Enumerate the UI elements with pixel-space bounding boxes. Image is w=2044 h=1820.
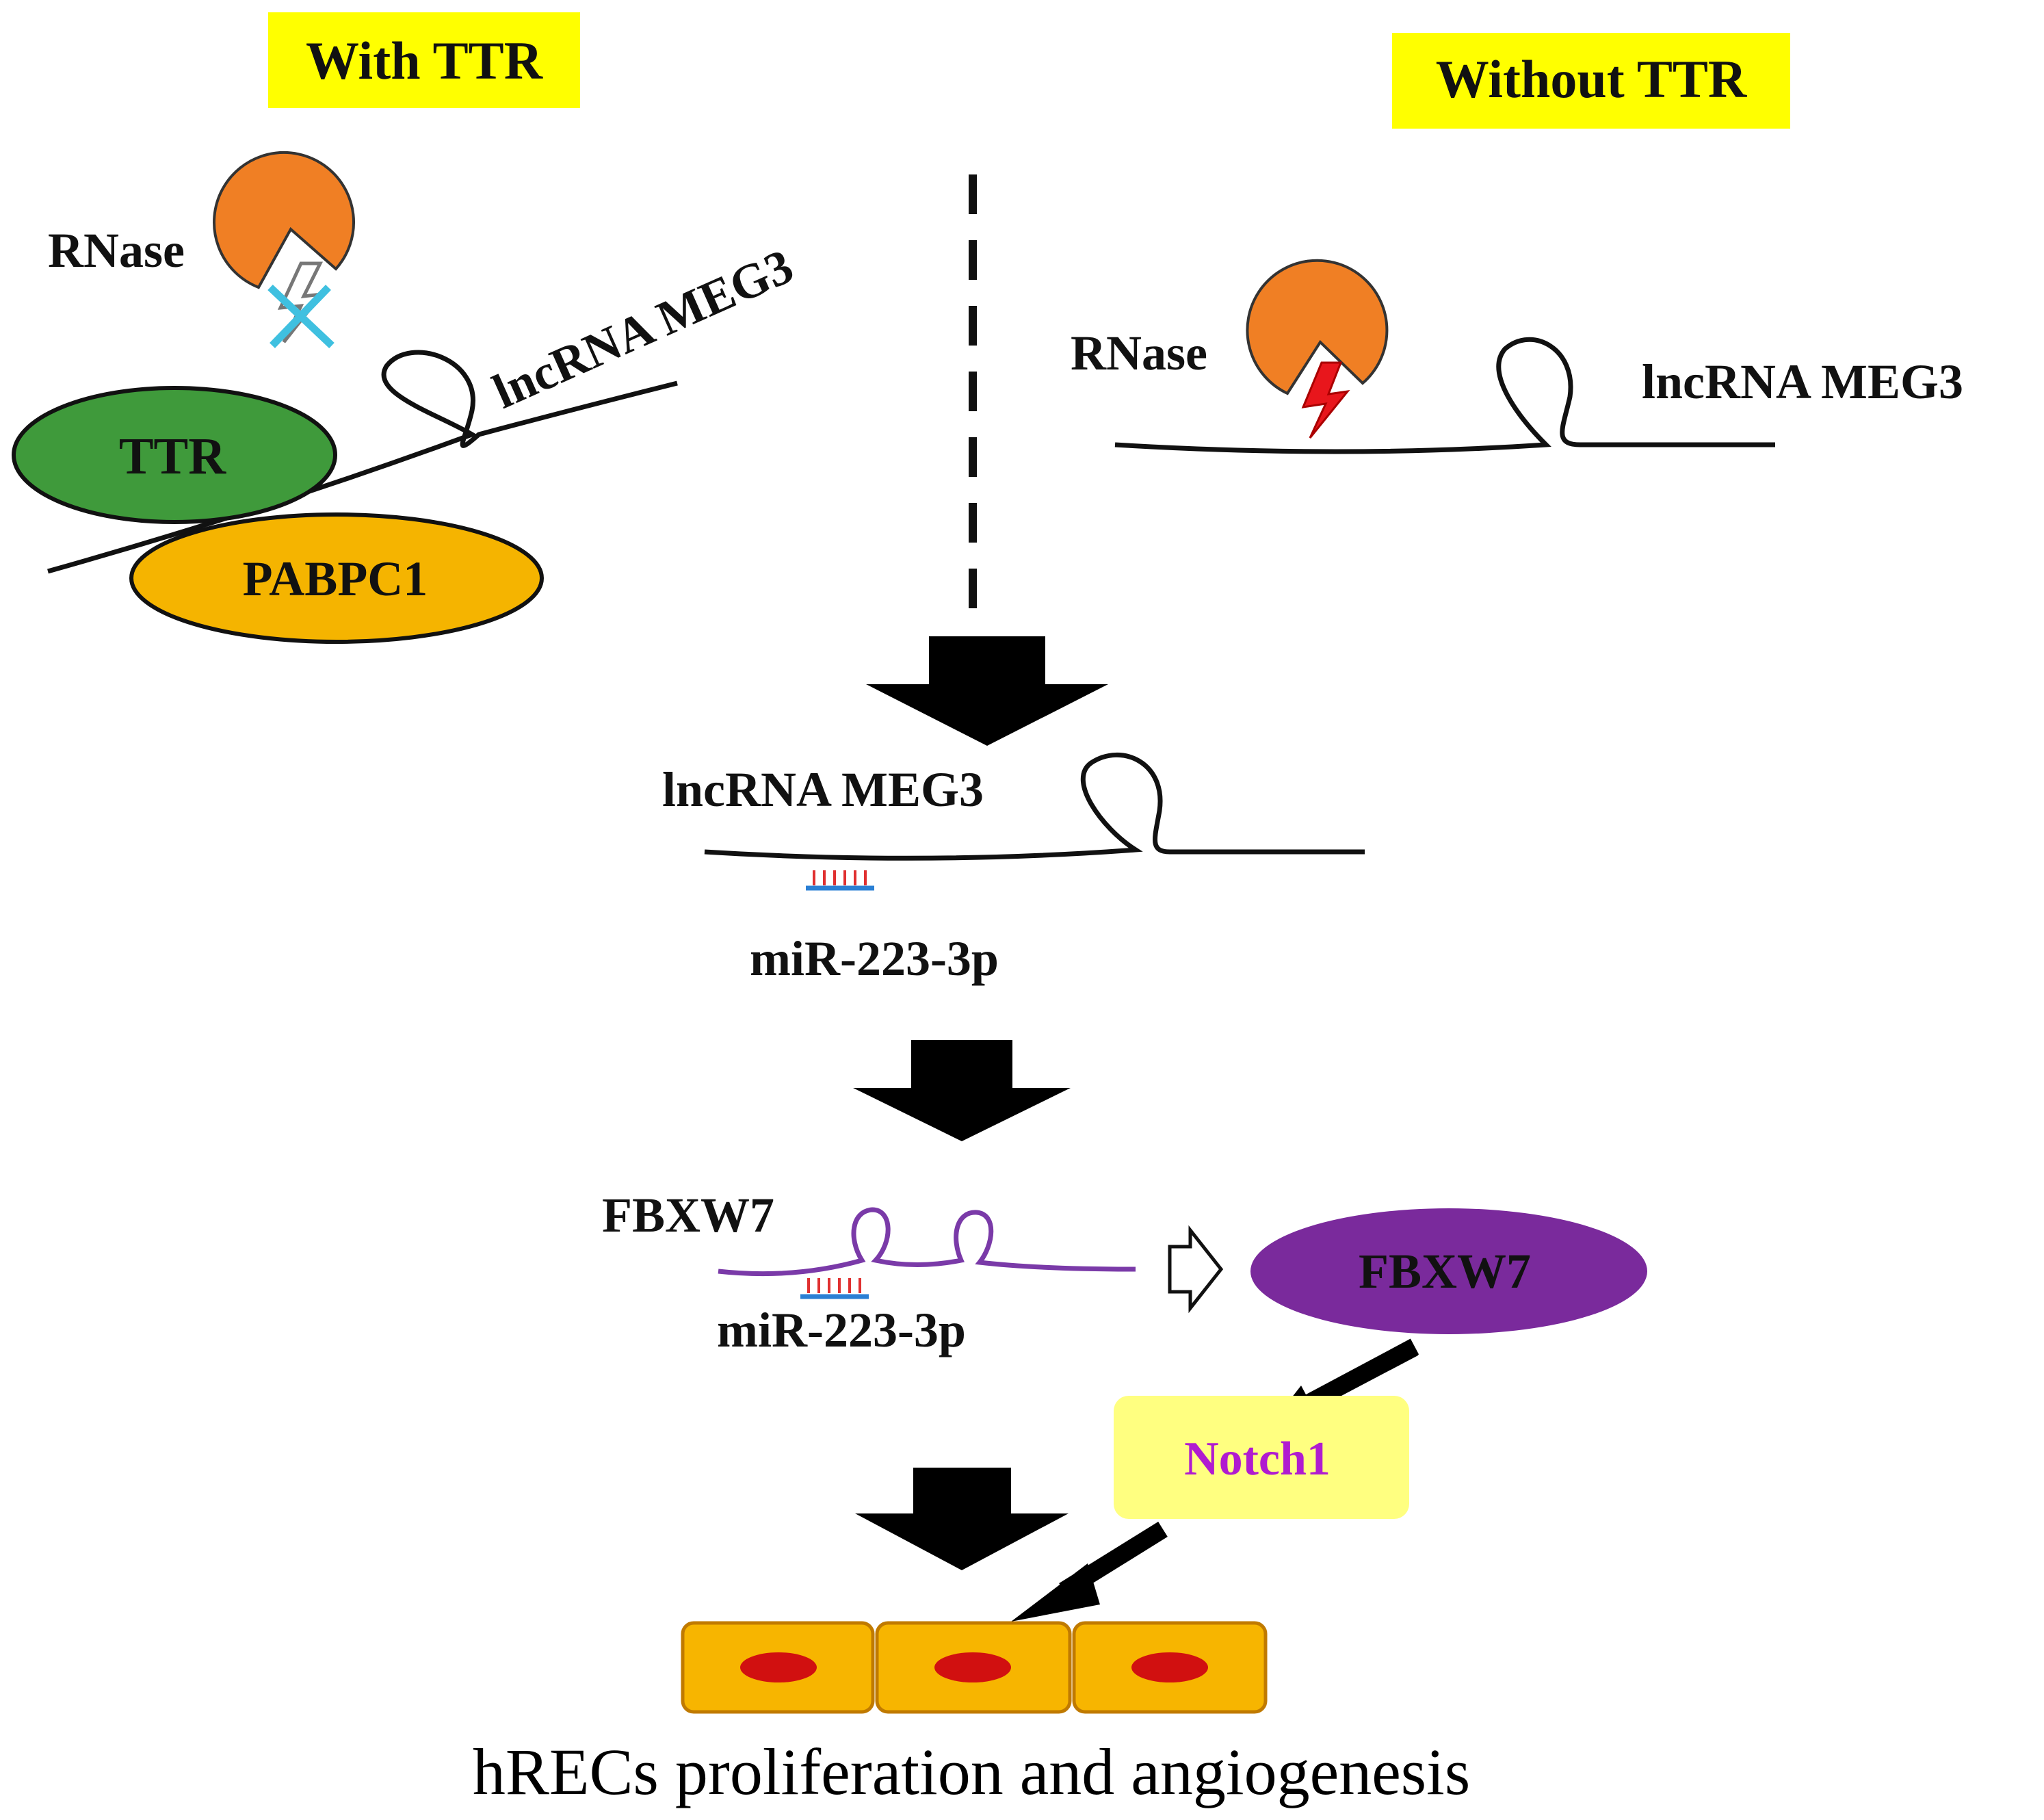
with-ttr-highlight [268, 12, 580, 108]
meg3-right-label: lncRNA MEG3 [1642, 354, 1963, 409]
pabpc1-label: PABPC1 [243, 551, 428, 606]
pabpc1-oval [129, 512, 544, 644]
nucleus-icon [740, 1652, 817, 1682]
mir-223-label-2: miR-223-3p [717, 1303, 966, 1357]
notch1-box [1114, 1396, 1409, 1519]
down-arrow-icon [855, 1468, 1069, 1570]
meg3-center-strand [704, 752, 1365, 861]
ttr-label: TTR [119, 428, 226, 485]
fbxw7-protein-label: FBXW7 [1359, 1244, 1531, 1299]
cell-row [681, 1621, 1268, 1714]
fbxw7-protein-oval [1250, 1208, 1647, 1334]
rnase-icon [213, 151, 356, 289]
meg3-center-label: lncRNA MEG3 [662, 762, 984, 817]
blocked-cut-icon [267, 261, 335, 348]
rnase-right-label: RNase [1071, 326, 1207, 380]
binding-site-icon [806, 870, 874, 891]
without-ttr-label: Without TTR [1436, 49, 1748, 109]
notch1-label: Notch1 [1184, 1433, 1331, 1485]
mir-223-label-1: miR-223-3p [750, 931, 999, 986]
meg3-right-strand [1114, 337, 1775, 454]
rnase-icon [1246, 259, 1389, 395]
down-arrow-icon [866, 636, 1108, 746]
fbxw7-mrna-strand [718, 1207, 1136, 1277]
fbxw7-gene-label: FBXW7 [602, 1188, 774, 1243]
lightning-cut-icon [1301, 361, 1350, 439]
down-arrow-icon [853, 1040, 1071, 1141]
notch1-arrow-head-icon [1011, 1563, 1100, 1622]
outcome-label: hRECs proliferation and angiogenesis [473, 1735, 1470, 1808]
hollow-arrow-icon [1168, 1225, 1224, 1314]
with-ttr-label: With TTR [306, 31, 544, 90]
rnase-left-label: RNase [48, 223, 185, 278]
ttr-oval [12, 386, 337, 524]
without-ttr-highlight [1392, 33, 1790, 129]
nucleus-icon [934, 1652, 1011, 1682]
nucleus-icon [1131, 1652, 1208, 1682]
binding-site-icon [800, 1278, 869, 1299]
